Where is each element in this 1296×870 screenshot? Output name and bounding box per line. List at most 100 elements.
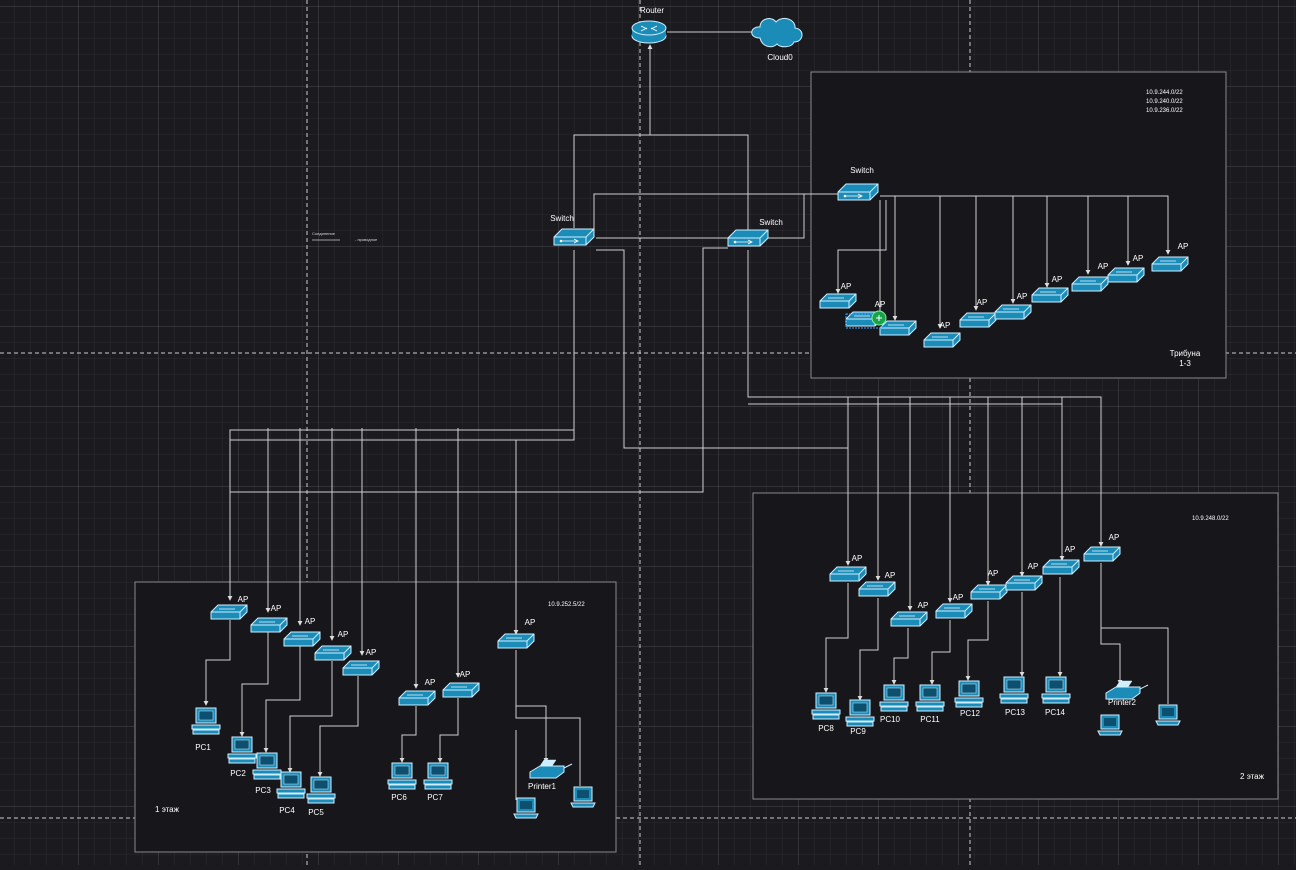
access-point[interactable]: AP [342, 648, 380, 676]
pc-6[interactable]: PC6 [387, 762, 417, 802]
svg-text:PC6: PC6 [391, 793, 407, 802]
printer-1[interactable]: Printer1 [528, 759, 573, 791]
pc-1[interactable]: PC1 [191, 707, 221, 752]
access-point[interactable]: AP [250, 604, 288, 633]
zones [134, 71, 1279, 853]
access-point[interactable]: AP [858, 571, 896, 597]
legend: Соединение - проводное [312, 231, 378, 242]
cloud[interactable]: Cloud0 [751, 17, 803, 62]
access-point[interactable]: AP [314, 630, 352, 661]
access-point[interactable]: AP [959, 298, 997, 328]
svg-text:AP: AP [1133, 254, 1144, 263]
tribune-subnet-2: 10.9.240.0/22 [1146, 99, 1183, 105]
switch-tribune[interactable]: Switch [837, 166, 879, 201]
pc-7[interactable]: PC7 [423, 762, 453, 802]
cloud-icon [751, 17, 803, 48]
svg-text:AP: AP [988, 569, 999, 578]
router-label: Router [640, 6, 664, 15]
laptop[interactable] [513, 797, 539, 819]
access-point[interactable]: AP [845, 300, 886, 327]
svg-text:AP: AP [238, 595, 249, 604]
access-point[interactable]: AP [1151, 242, 1189, 272]
floor2-name: 2 этаж [1240, 772, 1265, 781]
access-point[interactable]: AP [935, 593, 973, 619]
tribune-subnet-1: 10.9.244.0/22 [1146, 90, 1183, 96]
pc-9[interactable]: PC9 [845, 699, 875, 736]
svg-text:AP: AP [1052, 275, 1063, 284]
switch-tribune-label: Switch [850, 166, 874, 175]
access-point[interactable]: AP [923, 321, 961, 348]
tribune-subnet-3: 10.9.236.0/22 [1146, 108, 1183, 114]
svg-text:PC9: PC9 [850, 727, 866, 736]
svg-text:PC3: PC3 [255, 786, 271, 795]
access-point[interactable]: AP [970, 569, 1008, 600]
svg-text:PC1: PC1 [195, 743, 211, 752]
svg-text:PC7: PC7 [427, 793, 443, 802]
floor1-subnet: 10.9.252.5/22 [548, 602, 585, 608]
access-point[interactable]: AP [398, 678, 436, 706]
printer-2[interactable]: Printer2 [1105, 680, 1149, 707]
svg-text:AP: AP [305, 617, 316, 626]
pc-8[interactable]: PC8 [811, 692, 841, 733]
pc-2[interactable]: PC2 [227, 736, 257, 778]
svg-text:AP: AP [1017, 292, 1028, 301]
pc-5[interactable]: PC5 [306, 776, 336, 817]
svg-text:PC14: PC14 [1045, 708, 1066, 717]
access-point[interactable]: AP [1031, 275, 1069, 303]
svg-text:PC4: PC4 [279, 806, 295, 815]
access-point[interactable]: AP [1005, 562, 1043, 591]
access-point[interactable]: AP [1071, 262, 1109, 292]
selection-handle[interactable] [845, 310, 887, 329]
switch-main[interactable]: Switch [550, 214, 595, 246]
svg-text:AP: AP [338, 630, 349, 639]
svg-text:PC12: PC12 [960, 709, 981, 718]
switch-second[interactable]: Switch [727, 218, 783, 247]
svg-text:AP: AP [977, 298, 988, 307]
pc-13[interactable]: PC13 [999, 676, 1029, 717]
access-point[interactable]: AP [210, 595, 249, 620]
tribune-access-points: AP AP AP AP AP AP AP AP AP [819, 242, 1189, 348]
tribune-name-2: 1-3 [1179, 359, 1191, 368]
floor1-name: 1 этаж [155, 805, 180, 814]
svg-text:AP: AP [1098, 262, 1109, 271]
access-point[interactable]: AP [890, 601, 929, 627]
access-point[interactable]: AP [1107, 254, 1145, 283]
access-point[interactable]: AP [1042, 545, 1080, 575]
access-point[interactable]: AP [829, 554, 867, 582]
zone-tribune[interactable] [810, 71, 1227, 379]
pc-14[interactable]: PC14 [1041, 676, 1071, 717]
access-point[interactable] [879, 320, 917, 336]
access-point[interactable]: AP [819, 282, 857, 309]
svg-text:AP: AP [852, 554, 863, 563]
laptop[interactable] [570, 786, 596, 808]
pc-3[interactable]: PC3 [252, 752, 282, 795]
svg-text:AP: AP [875, 300, 886, 309]
legend-line-label: Соединение [312, 231, 336, 236]
legend-desc: - проводное [355, 237, 378, 242]
router[interactable]: Router [631, 6, 667, 44]
svg-text:AP: AP [918, 601, 929, 610]
access-point[interactable]: AP [1083, 533, 1121, 562]
cloud-label: Cloud0 [767, 53, 793, 62]
access-point[interactable]: AP [994, 292, 1032, 320]
zone-floor2[interactable] [752, 492, 1279, 800]
pc-4[interactable]: PC4 [276, 771, 306, 815]
pc-12[interactable]: PC12 [954, 680, 984, 718]
access-point[interactable]: AP [497, 618, 535, 649]
svg-text:PC8: PC8 [818, 724, 834, 733]
svg-text:AP: AP [1065, 545, 1076, 554]
laptop[interactable] [1097, 714, 1123, 736]
pc-11[interactable]: PC11 [915, 684, 945, 724]
svg-text:AP: AP [1178, 242, 1189, 251]
svg-text:AP: AP [271, 604, 282, 613]
access-point[interactable]: AP [283, 617, 321, 647]
switch-second-label: Switch [759, 218, 783, 227]
svg-text:AP: AP [885, 571, 896, 580]
svg-text:AP: AP [841, 282, 852, 291]
switch-main-label: Switch [550, 214, 574, 223]
access-point[interactable]: AP [442, 670, 480, 698]
laptop[interactable] [1155, 704, 1181, 726]
pc-10[interactable]: PC10 [879, 684, 909, 724]
